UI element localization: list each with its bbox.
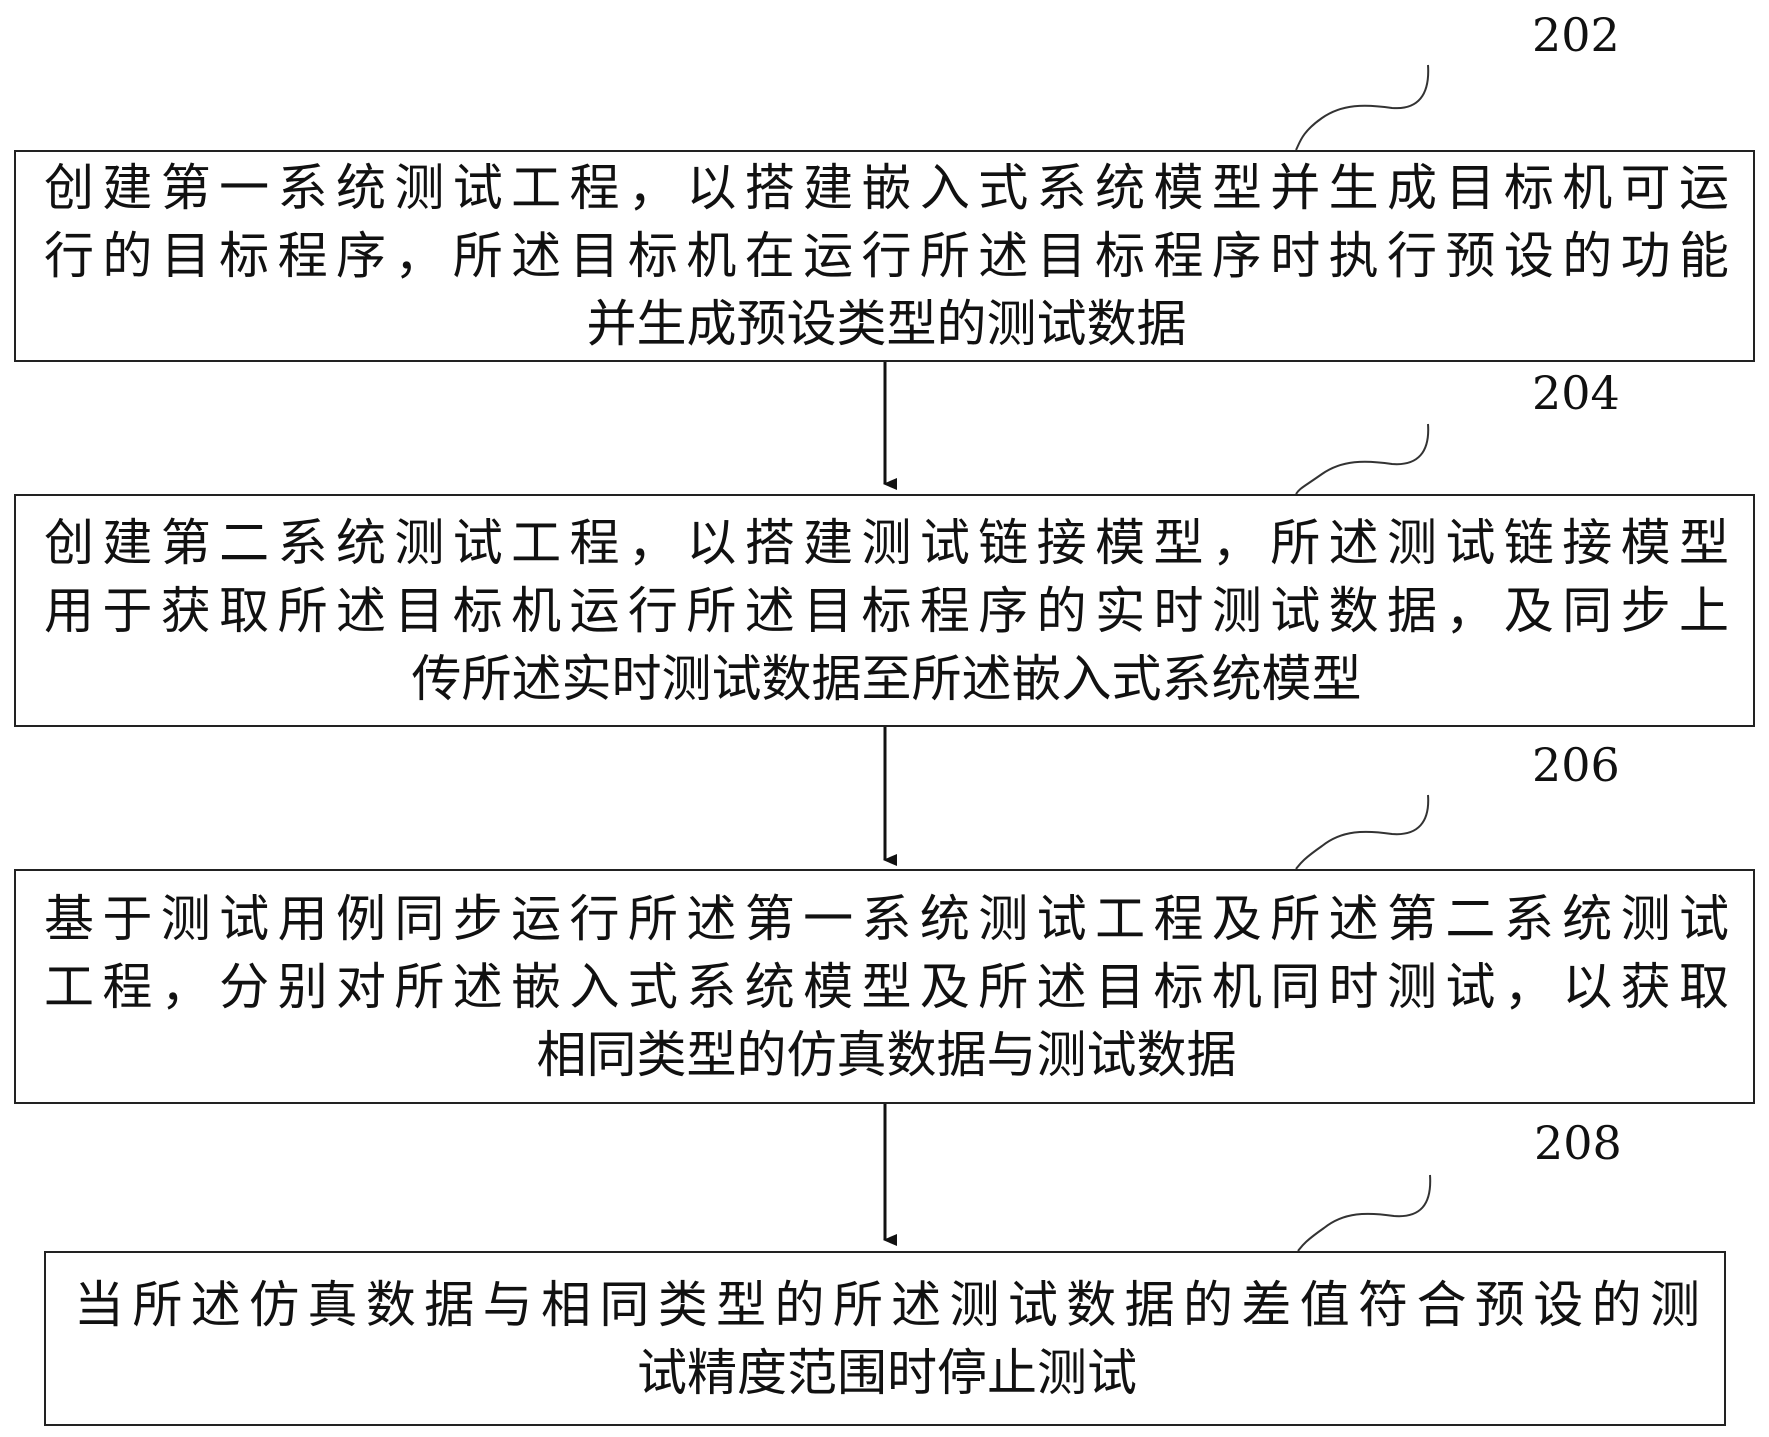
step-204-line-1: 创建第二系统测试工程，以搭建测试链接模型，所述测试链接模型 [44,513,1729,572]
step-202-line-2: 行的目标程序，所述目标机在运行所述目标程序时执行预设的功能 [44,227,1729,285]
step-206-line-2: 工程，分别对所述嵌入式系统模型及所述目标机同时测试，以获取 [44,957,1729,1016]
step-204-line-3: 传所述实时测试数据至所述嵌入式系统模型 [411,649,1362,708]
step-202-line-1: 创建第一系统测试工程，以搭建嵌入式系统模型并生成目标机可运 [44,159,1729,217]
step-number-202: 202 [1532,8,1620,62]
step-number-204: 204 [1532,366,1620,420]
step-204-line-2: 用于获取所述目标机运行所述目标程序的实时测试数据，及同步上 [44,581,1729,640]
step-206-line-1: 基于测试用例同步运行所述第一系统测试工程及所述第二系统测试 [44,889,1729,948]
leader-curve-204 [1295,423,1430,495]
step-206-line-3: 相同类型的仿真数据与测试数据 [536,1025,1237,1084]
leader-curve-202 [1295,64,1430,151]
step-box-208: 当所述仿真数据与相同类型的所述测试数据的差值符合预设的测 试精度范围时停止测试 [44,1251,1726,1426]
step-box-206: 基于测试用例同步运行所述第一系统测试工程及所述第二系统测试 工程，分别对所述嵌入… [14,869,1755,1104]
step-box-204: 创建第二系统测试工程，以搭建测试链接模型，所述测试链接模型 用于获取所述目标机运… [14,494,1755,727]
step-box-202: 创建第一系统测试工程，以搭建嵌入式系统模型并生成目标机可运 行的目标程序，所述目… [14,150,1755,362]
step-202-line-3: 并生成预设类型的测试数据 [586,295,1187,353]
step-number-208: 208 [1534,1116,1622,1170]
step-208-line-2: 试精度范围时停止测试 [637,1343,1137,1402]
leader-curve-206 [1295,794,1430,870]
step-number-206: 206 [1532,738,1620,792]
step-208-line-1: 当所述仿真数据与相同类型的所述测试数据的差值符合预设的测 [74,1275,1700,1334]
leader-curve-208 [1297,1174,1432,1252]
